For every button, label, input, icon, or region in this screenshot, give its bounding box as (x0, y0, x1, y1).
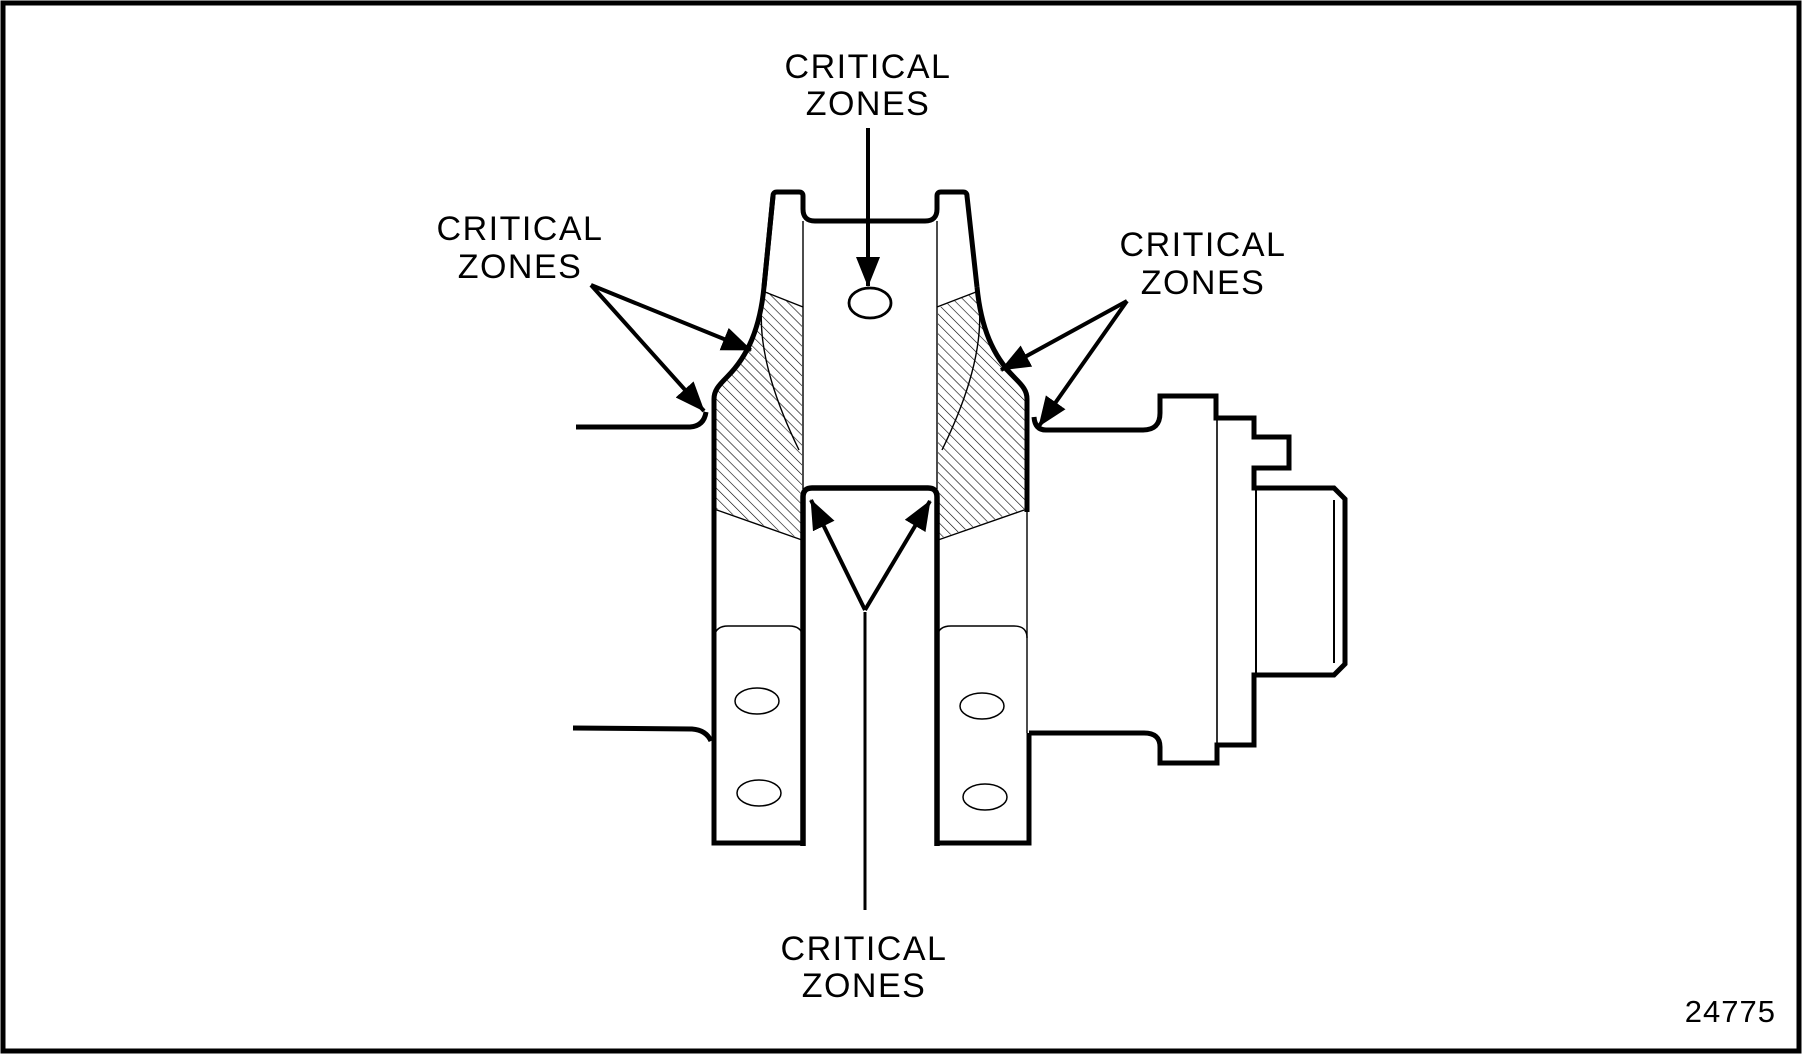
lightening-hole (734, 687, 780, 715)
web-fillet-right (974, 286, 1030, 512)
hatch-top-edge-left (764, 291, 804, 308)
lightening-hole (962, 783, 1008, 811)
critical-zones-label-left-line2: ZONES (458, 248, 583, 286)
lightening-hole (959, 692, 1005, 720)
main-journal-surface-lower-left (572, 725, 714, 743)
hatch-bottom-edge-left (713, 508, 803, 541)
bottom-label-arrow-right (863, 499, 932, 612)
upper-journal-outline (761, 189, 980, 288)
counterweight-top-right (936, 625, 1028, 640)
critical-zones-label-bottom-line1: CRITICAL (781, 930, 948, 968)
hatch-top-edge-right (936, 291, 977, 308)
flange-outline (1029, 393, 1348, 766)
critical-zone-hatch-left (714, 291, 802, 539)
lightening-hole (736, 779, 782, 807)
critical-zones-label-top-line2: ZONES (806, 85, 931, 123)
right-label-arrow-lower (1037, 299, 1129, 428)
left-label-arrow-upper (590, 283, 752, 352)
web-bottom-right (937, 733, 1032, 846)
critical-zone-hatch-right (938, 291, 1027, 539)
figure-number: 24775 (1685, 994, 1776, 1029)
main-journal-surface-left (576, 411, 709, 430)
critical-zones-label-top-line1: CRITICAL (785, 48, 952, 86)
counterweight-top-left (713, 625, 804, 641)
critical-zones-label-left-line1: CRITICAL (437, 210, 604, 248)
critical-zones-label-right-line2: ZONES (1141, 264, 1266, 302)
crankpin-outline (800, 485, 940, 846)
oil-hole (847, 286, 893, 320)
web-outline-left (711, 195, 803, 846)
critical-zones-label-right-line1: CRITICAL (1120, 226, 1287, 264)
hatch-bottom-edge-right (937, 508, 1028, 541)
critical-zones-label-bottom-line2: ZONES (802, 967, 927, 1005)
right-label-arrow-upper (1000, 299, 1128, 372)
left-label-arrow-lower (589, 283, 706, 413)
bottom-label-arrow-left (809, 499, 867, 611)
